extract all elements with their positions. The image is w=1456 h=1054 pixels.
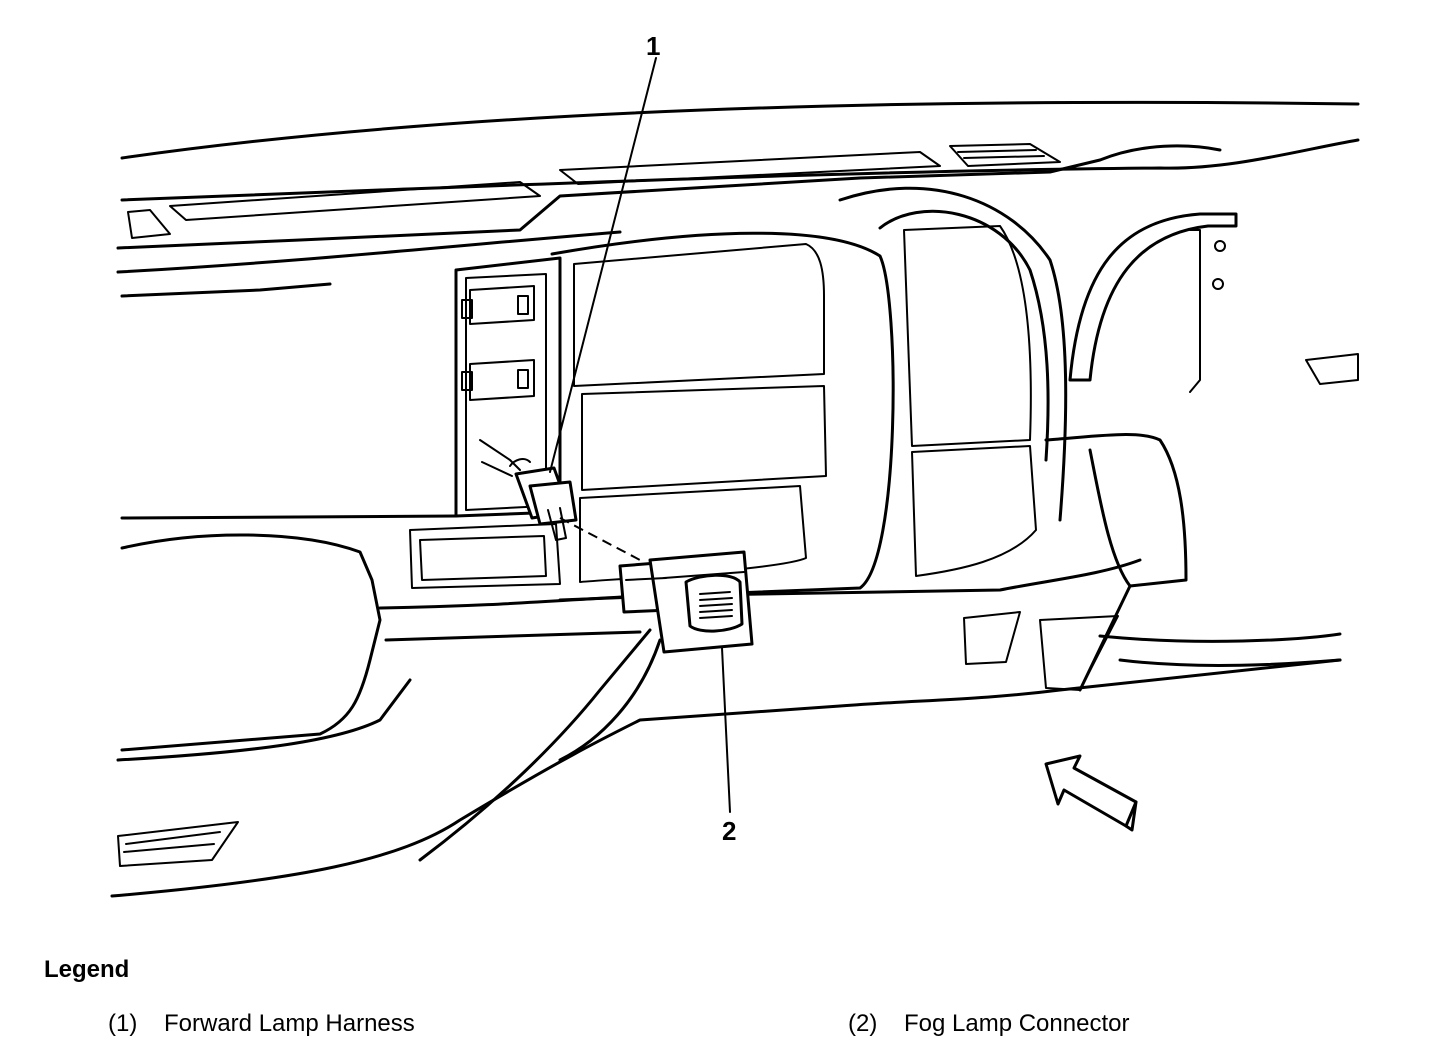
legend-item-fog-lamp-connector: (2) Fog Lamp Connector (848, 1010, 1129, 1038)
leader-line-1 (549, 57, 657, 473)
leader-line-2 (721, 647, 731, 813)
instrument-panel-diagram (110, 57, 1360, 898)
legend-item-number: (2) (848, 1010, 878, 1037)
connection-path-dashed (559, 517, 641, 561)
view-direction-arrow-shadow (1124, 800, 1138, 832)
legend-item-forward-lamp-harness: (1) Forward Lamp Harness (108, 1010, 415, 1038)
legend-item-number: (1) (108, 1010, 138, 1037)
legend-item-label: Fog Lamp Connector (904, 1010, 1130, 1037)
lower-dashboard (110, 433, 1342, 898)
callout-number-2: 2 (722, 816, 737, 846)
legend-item-label: Forward Lamp Harness (164, 1010, 415, 1037)
fog-lamp-connector-assembly (618, 550, 754, 654)
view-direction-arrow (1044, 754, 1138, 828)
legend-title: Legend (44, 956, 130, 983)
callout-number-1: 1 (646, 31, 661, 61)
forward-lamp-harness-plug (479, 439, 578, 541)
dashboard-top (116, 100, 1360, 298)
center-frame (454, 186, 1359, 602)
